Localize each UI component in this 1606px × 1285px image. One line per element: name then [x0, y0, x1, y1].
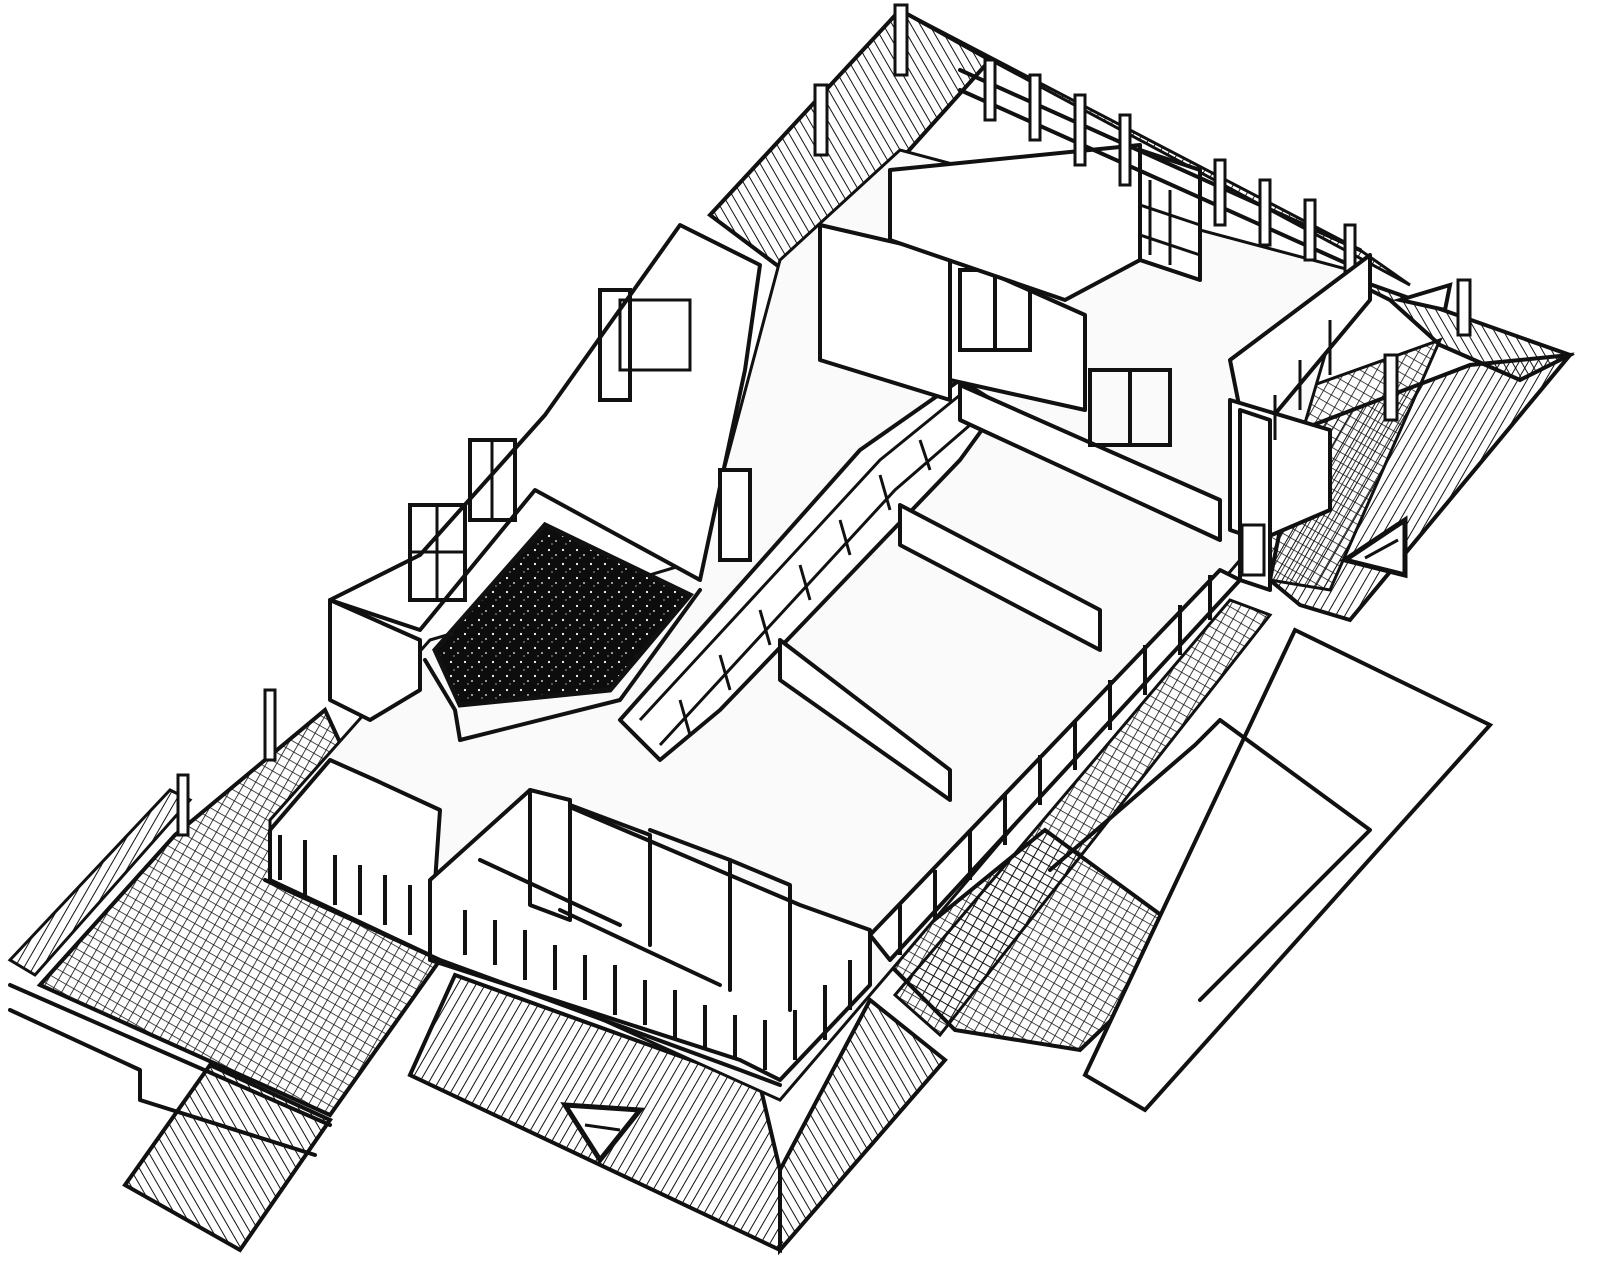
room-row-south	[263, 758, 872, 1087]
roof-plan-east-outline	[1048, 627, 1494, 1113]
courtyard-pool	[423, 521, 702, 742]
triangle-marker-east	[1338, 515, 1408, 579]
glazed-spine	[868, 568, 1242, 962]
room-row-north	[328, 223, 762, 722]
room-row-center	[618, 143, 1222, 802]
triangle-marker-ne	[1392, 282, 1453, 313]
sw-posts	[176, 688, 277, 837]
triangle-marker-south	[560, 1102, 645, 1165]
east-wing-walls	[1228, 253, 1372, 592]
roof-overhang-sw	[7, 788, 334, 1253]
colonnade-ne	[813, 3, 1472, 422]
